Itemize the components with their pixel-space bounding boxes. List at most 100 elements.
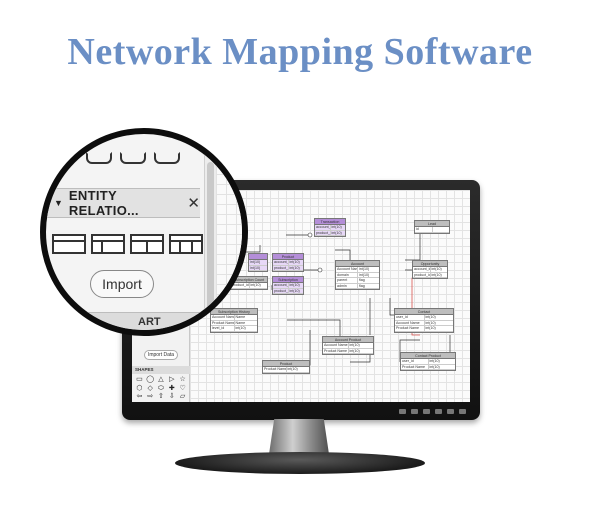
entity-type: int(10) bbox=[429, 267, 448, 272]
entity-field: account_id bbox=[316, 225, 330, 229]
table-shape-2col-icon[interactable] bbox=[91, 234, 125, 254]
magnified-panel: ▼ ENTITY RELATIO... ✕ Import ART bbox=[46, 134, 242, 330]
monitor-button[interactable] bbox=[423, 408, 430, 414]
shape-tool-icon[interactable]: ◇ bbox=[147, 384, 153, 392]
entity-type: int(10) bbox=[285, 367, 310, 372]
shape-tool-icon[interactable]: ⇩ bbox=[168, 393, 175, 401]
entity-field: product_id bbox=[274, 288, 288, 293]
entity-type: int(10) bbox=[248, 283, 268, 288]
entity-type: int(10) bbox=[287, 260, 304, 265]
shape-tool-icon[interactable]: ▭ bbox=[136, 376, 143, 383]
entity-field: Product Name bbox=[324, 348, 347, 353]
entity-title: Subscription bbox=[273, 277, 303, 283]
entity-field: parent bbox=[337, 278, 348, 282]
section-label: ENTITY RELATIO... bbox=[68, 188, 139, 218]
page-title: Network Mapping Software bbox=[67, 31, 533, 73]
entity-type: int(10) bbox=[250, 265, 261, 270]
connector-end bbox=[307, 232, 313, 238]
magnifier-circle: ▼ ENTITY RELATIO... ✕ Import ART bbox=[40, 128, 248, 336]
table-shape-1col-icon[interactable] bbox=[52, 234, 86, 254]
entity-field: user_id bbox=[402, 359, 414, 363]
entity-field: Product Name bbox=[396, 326, 419, 330]
entity-title: Account bbox=[336, 261, 379, 267]
shape-preview[interactable] bbox=[86, 152, 112, 164]
entity-title: Product bbox=[273, 254, 303, 260]
import-data-button[interactable]: Import Data bbox=[144, 350, 178, 360]
monitor-button[interactable] bbox=[447, 408, 454, 414]
power-button[interactable] bbox=[459, 408, 466, 414]
entity-type: int(10) bbox=[357, 272, 379, 277]
next-section-header[interactable]: ART bbox=[46, 312, 206, 330]
entity-type: int(10) bbox=[329, 225, 346, 230]
entity-type: int(10) bbox=[287, 283, 304, 288]
entity-relationship-section-header[interactable]: ▼ ENTITY RELATIO... ✕ bbox=[46, 188, 200, 218]
entity-type: flag bbox=[357, 278, 379, 283]
import-button[interactable]: Import bbox=[90, 270, 154, 298]
entity-field: product_id bbox=[316, 230, 330, 235]
entity-field: product_id bbox=[274, 265, 288, 270]
magnified-canvas bbox=[216, 134, 242, 330]
shape-tool-icon[interactable]: △ bbox=[158, 376, 164, 383]
entity-field: account_id bbox=[274, 283, 288, 287]
entity-type bbox=[431, 227, 450, 232]
panel-scrollbar[interactable] bbox=[204, 134, 216, 330]
close-icon[interactable]: ✕ bbox=[187, 195, 200, 212]
entity-title: Contact bbox=[395, 309, 453, 315]
entity-title: Subscription Count bbox=[231, 277, 267, 283]
scrollbar-thumb[interactable] bbox=[207, 162, 214, 322]
monitor-button[interactable] bbox=[399, 408, 406, 414]
shape-tool-icon[interactable]: ▱ bbox=[179, 393, 186, 401]
entity-title: Opportunity bbox=[413, 261, 447, 267]
entity-field: admin bbox=[337, 283, 347, 288]
table-shape-3col-icon[interactable] bbox=[169, 234, 203, 254]
monitor-base bbox=[175, 452, 425, 474]
shape-tool-icon[interactable]: ⬡ bbox=[136, 384, 143, 392]
shape-preview[interactable] bbox=[154, 152, 180, 164]
shape-preview[interactable] bbox=[120, 152, 146, 164]
entity-field: Product Name bbox=[402, 364, 425, 369]
entity-field: user_id bbox=[396, 315, 408, 319]
shapes-grid: ▭◯△ ▷ ☆ ⬡ ◇ ⬭ ✚ ♡ ⇦ ⇨ ⇧ ⇩ ▱ bbox=[134, 376, 188, 402]
shape-tool-icon[interactable]: ⇦ bbox=[136, 393, 143, 401]
entity-field: account_id bbox=[274, 260, 288, 264]
entity-lead[interactable]: Lead id bbox=[414, 220, 450, 234]
table-shape-2col-wide-icon[interactable] bbox=[130, 234, 164, 254]
shape-tool-icon[interactable]: ✚ bbox=[168, 384, 175, 392]
shape-tool-icon[interactable]: ⇧ bbox=[158, 393, 164, 401]
shape-tool-icon[interactable]: ⬭ bbox=[158, 384, 164, 392]
entity-type: int(10) bbox=[347, 343, 374, 348]
entity-title bbox=[249, 254, 267, 260]
caret-down-icon[interactable]: ▼ bbox=[54, 198, 63, 208]
shape-tool-icon[interactable]: ☆ bbox=[179, 376, 186, 383]
entity-type: int(10) bbox=[423, 320, 454, 325]
shape-tool-icon[interactable]: ▷ bbox=[169, 376, 175, 383]
shape-tool-icon[interactable]: ♡ bbox=[179, 384, 186, 392]
entity-field: Account Name bbox=[396, 320, 420, 325]
table-shape-palette bbox=[52, 234, 203, 254]
shape-tool-icon[interactable]: ⇨ bbox=[147, 393, 154, 401]
entity-type: int(10) bbox=[427, 364, 456, 369]
entity-type: int(10) bbox=[357, 267, 379, 272]
entity-type: int(10) bbox=[423, 315, 454, 320]
entity-type: int(10) bbox=[329, 230, 346, 235]
monitor-buttons bbox=[399, 407, 466, 415]
entity-field: product_id bbox=[414, 272, 430, 277]
shape-tool-icon[interactable]: ◯ bbox=[146, 376, 155, 383]
monitor-button[interactable] bbox=[411, 408, 418, 414]
entity-type: int(10) bbox=[429, 272, 448, 277]
entity-type: int(10) bbox=[347, 348, 374, 353]
entity-field: Account Name bbox=[337, 267, 357, 271]
entity-type: int(10) bbox=[287, 288, 304, 293]
entity-left-partial[interactable]: int(10) int(10) bbox=[248, 253, 268, 272]
shapes-header[interactable]: SHAPES bbox=[132, 366, 190, 374]
monitor-button[interactable] bbox=[435, 408, 442, 414]
